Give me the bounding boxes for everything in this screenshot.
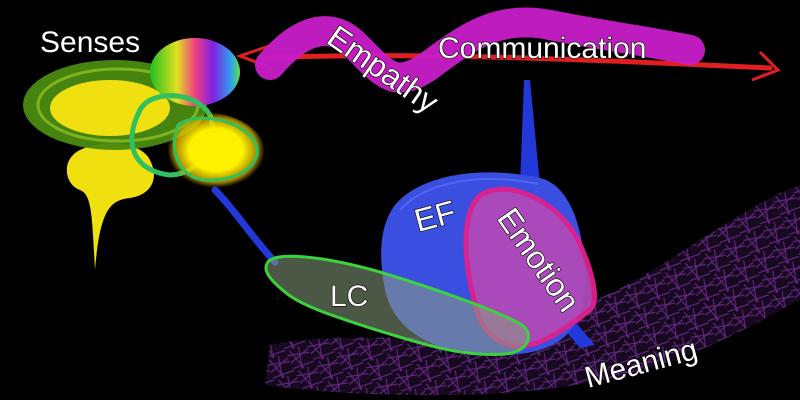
communication-to-ef-connector bbox=[520, 80, 540, 185]
lc-node bbox=[264, 254, 530, 357]
senses-cluster bbox=[23, 38, 266, 270]
senses-label: Senses bbox=[40, 26, 140, 59]
senses-yellow-stem bbox=[66, 143, 154, 270]
meaning-band bbox=[265, 185, 800, 395]
emotion-node bbox=[463, 186, 597, 349]
senses-yellow-blob bbox=[50, 80, 170, 136]
lc-label: LC bbox=[330, 280, 368, 313]
senses-glow-blob bbox=[166, 111, 266, 189]
empathy-band bbox=[255, 7, 705, 93]
senses-to-lc-connector bbox=[211, 186, 279, 266]
communication-label: Communication bbox=[438, 32, 646, 65]
senses-rainbow-blob bbox=[150, 38, 240, 106]
